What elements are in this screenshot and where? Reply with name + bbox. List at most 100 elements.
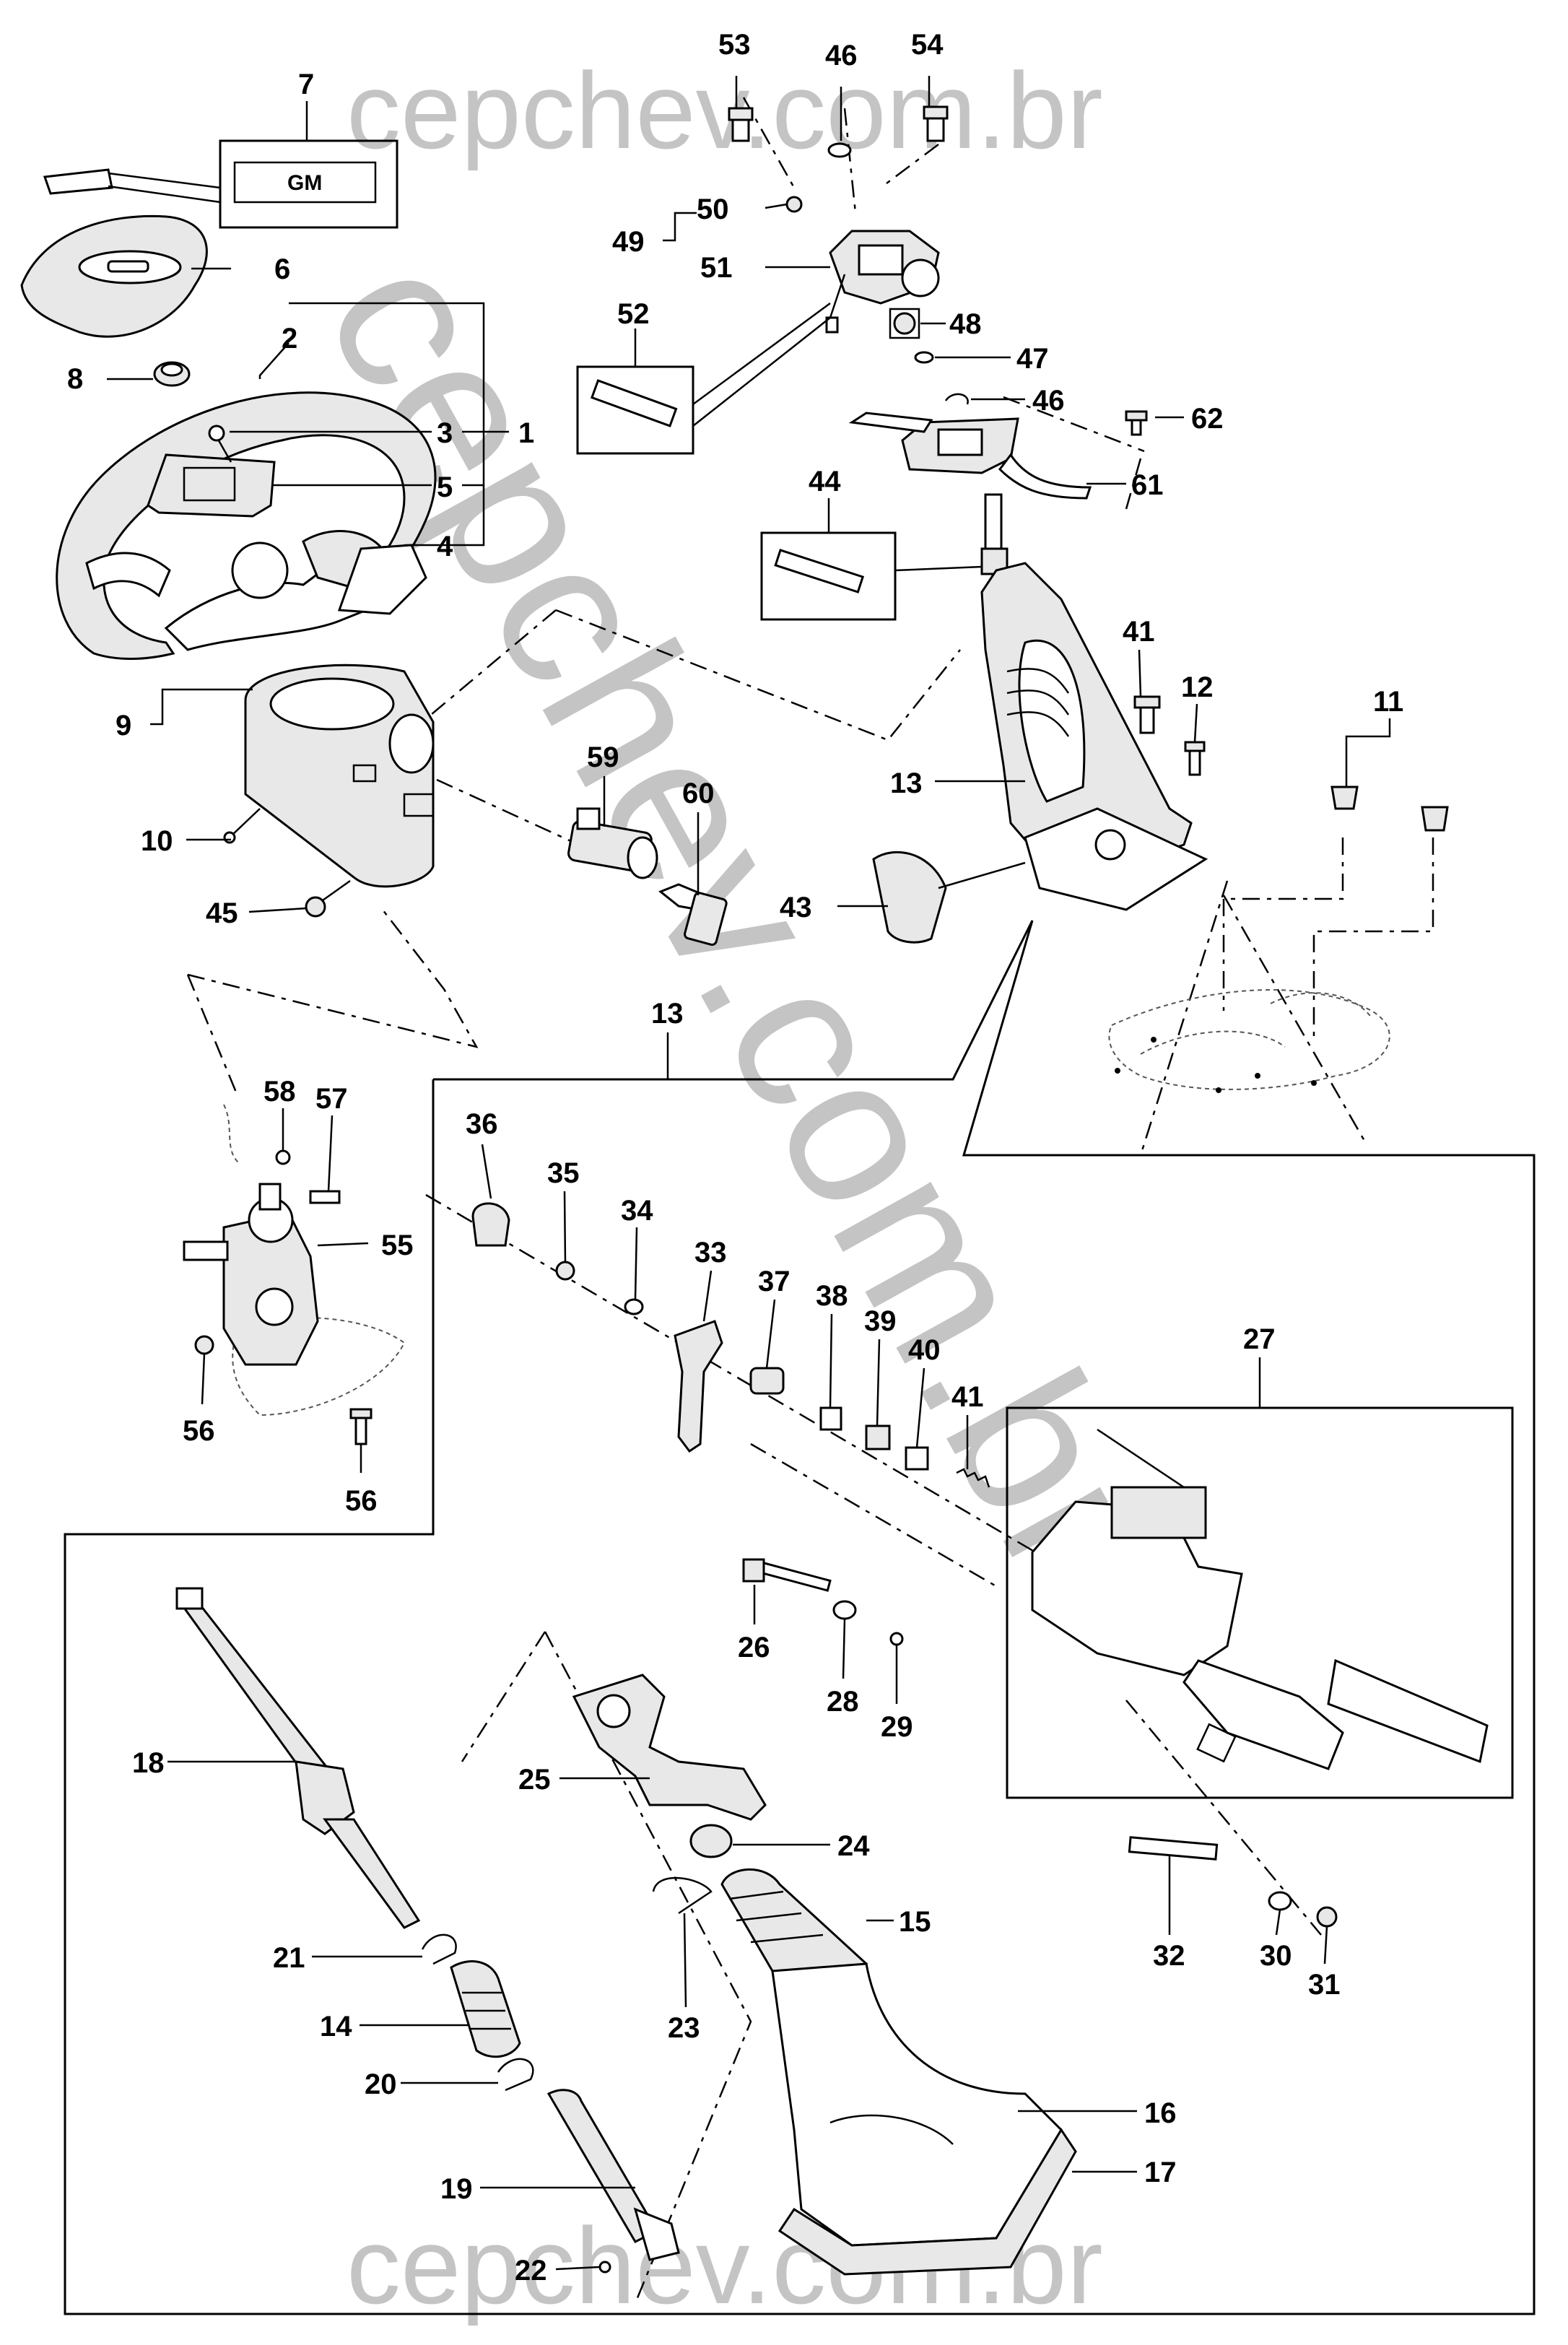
spring-part-48 — [889, 308, 920, 339]
key-part-60 — [658, 883, 728, 946]
clip-part-46 — [944, 393, 969, 405]
callout-54: 55 — [381, 1230, 414, 1261]
callout-4: 4 — [437, 531, 453, 562]
callout-36: 36 — [466, 1108, 498, 1140]
combination-switch-part-61 — [848, 412, 1092, 500]
callout-50: 50 — [697, 193, 729, 225]
bolt-part-53-right — [923, 105, 949, 142]
washer-part-46-top — [827, 142, 852, 158]
callout-53-right: 54 — [911, 29, 944, 61]
bolt-part-55 — [349, 1408, 373, 1445]
nut-part-31 — [1316, 1906, 1338, 1928]
clip-part-11 — [1330, 786, 1449, 832]
callout-20: 20 — [365, 2068, 397, 2100]
callout-60: 60 — [682, 778, 715, 809]
clip-part-23 — [652, 1876, 713, 1915]
callout-34: 34 — [621, 1195, 653, 1227]
emblem-7-frame — [219, 139, 398, 229]
callout-37: 37 — [758, 1266, 790, 1297]
callout-38: 38 — [816, 1280, 848, 1312]
callout-12: 12 — [1181, 671, 1214, 703]
tube-part-19 — [546, 2089, 680, 2261]
callout-1: 1 — [518, 417, 534, 449]
screw-part-62 — [1125, 410, 1148, 436]
lock-cylinder-part-59 — [567, 807, 658, 879]
nut-part-56 — [194, 1335, 214, 1355]
floor-panel-sketch — [223, 989, 1390, 1417]
callout-14: 14 — [320, 2011, 352, 2042]
callout-32: 32 — [1153, 1940, 1185, 1972]
callout-43: 43 — [780, 892, 812, 923]
screw-part-22 — [598, 2261, 611, 2274]
callout-57: 57 — [315, 1083, 348, 1115]
connector-part-45 — [774, 549, 983, 593]
washer-part-28 — [832, 1600, 857, 1620]
washer-part-58 — [275, 1149, 291, 1165]
watermark-diagonal: cepchev.com.br — [282, 219, 1196, 1611]
horn-pad-part-6 — [20, 214, 208, 338]
callout-19: 19 — [440, 2173, 473, 2205]
callout-46-top: 46 — [825, 40, 858, 71]
plate-part-17 — [778, 2128, 1077, 2276]
callout-17: 17 — [1144, 2157, 1177, 2188]
callout-24: 24 — [837, 1830, 870, 1862]
callout-47: 47 — [1016, 343, 1049, 375]
washer-part-47 — [914, 351, 934, 364]
callout-52: 52 — [617, 298, 650, 330]
leader-lines — [107, 76, 1391, 2271]
callout-21: 21 — [273, 1942, 305, 1974]
callout-18: 18 — [132, 1747, 165, 1779]
callout-27: 27 — [1243, 1323, 1276, 1355]
spring-part-41 — [956, 1468, 990, 1488]
callout-45: 44 — [809, 466, 841, 497]
callout-23: 23 — [668, 2012, 700, 2044]
callout-29: 29 — [881, 1711, 913, 1743]
clamp-part-21 — [421, 1933, 457, 1965]
bolt-part-12 — [1184, 741, 1206, 776]
callout-51: 51 — [700, 252, 733, 284]
bracket-part-25 — [572, 1674, 767, 1821]
callout-46: 46 — [1032, 385, 1065, 417]
watermark-top: cepchev.com.br — [347, 50, 1103, 171]
emblem-gm-text: GM — [287, 171, 322, 195]
bracket-part-27 — [1031, 1428, 1489, 1770]
callout-11: 11 — [1373, 686, 1403, 718]
bolt-part-42 — [1133, 695, 1161, 734]
callout-16: 16 — [1144, 2097, 1177, 2129]
cap-part-36 — [471, 1202, 510, 1247]
callout-58: 58 — [263, 1076, 296, 1108]
callout-49: 49 — [612, 226, 645, 258]
callout-10: 10 — [141, 825, 173, 857]
bolt-part-26 — [742, 1558, 832, 1592]
cam-part-39 — [865, 1424, 891, 1450]
connector-part-52 — [590, 302, 831, 427]
callout-44: 45 — [206, 897, 238, 929]
callout-53-left: 53 — [718, 29, 751, 61]
screw-part-44 — [305, 879, 351, 918]
washer-part-29 — [889, 1632, 904, 1646]
nut-part-8 — [153, 361, 191, 387]
column-cover-part-9 — [244, 664, 435, 888]
screw-part-50 — [785, 196, 803, 213]
emblem-part-7: GM — [43, 168, 322, 204]
clamp-part-20 — [497, 2058, 534, 2092]
callout-3: 3 — [437, 417, 453, 449]
steering-wheel-assembly — [56, 391, 437, 660]
unit-part-54 — [183, 1183, 319, 1366]
callout-41: 41 — [951, 1381, 984, 1413]
callout-9: 9 — [116, 710, 131, 741]
callout-13-upper: 13 — [890, 767, 923, 799]
callout-8: 8 — [67, 363, 83, 395]
callout-22: 22 — [515, 2255, 547, 2287]
callout-5: 5 — [437, 471, 453, 503]
ignition-housing-part-49 — [825, 230, 940, 334]
callout-56: 56 — [183, 1415, 215, 1447]
bushing-part-37 — [749, 1367, 785, 1395]
washer-part-34 — [624, 1298, 644, 1315]
callout-2: 2 — [282, 323, 297, 354]
callout-31: 31 — [1308, 1969, 1341, 2001]
callout-59: 59 — [587, 741, 619, 773]
lever-part-33 — [674, 1320, 723, 1453]
bushing-part-24 — [689, 1824, 733, 1858]
